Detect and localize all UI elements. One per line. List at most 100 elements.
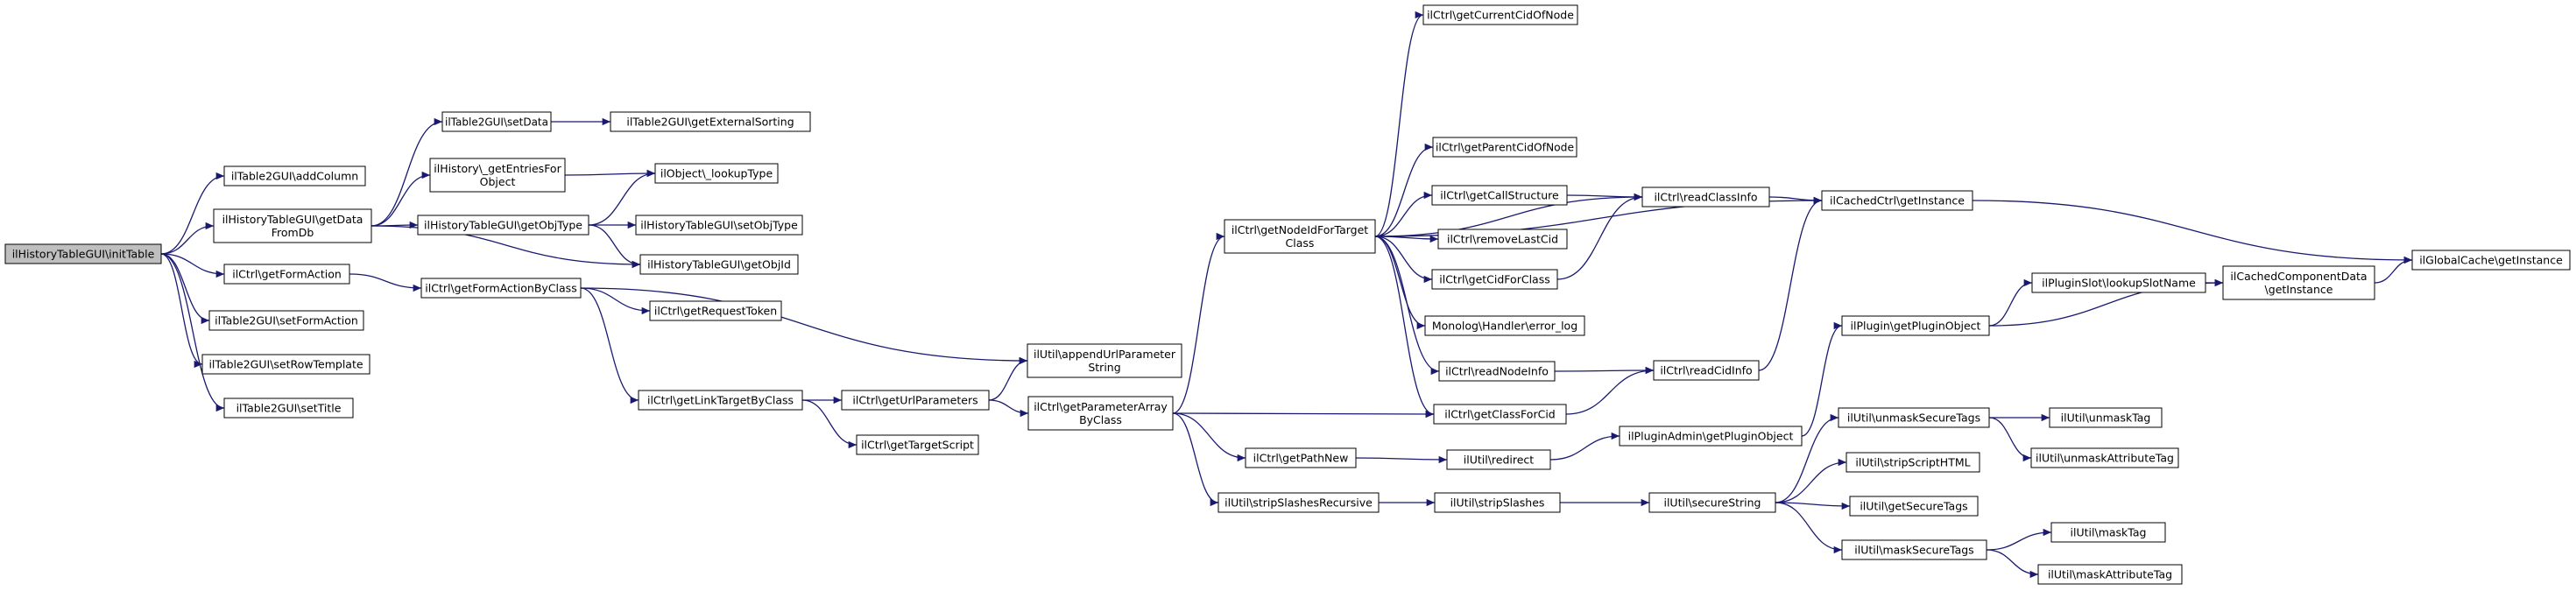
node-ilplugin-getpluginobject[interactable]: ilPlugin\getPluginObject: [1841, 315, 1990, 336]
node-box: [649, 300, 782, 321]
node-ilutil-stripscripthtml[interactable]: ilUtil\stripScriptHTML: [1846, 452, 1980, 473]
node-ilutil-masksecuretags[interactable]: ilUtil\maskSecureTags: [1841, 539, 1987, 560]
node-box: [1432, 137, 1577, 158]
node-ilctrl-getclassforcid[interactable]: ilCtrl\getClassForCid: [1433, 404, 1567, 425]
node-ilctrl-removelastcid[interactable]: ilCtrl\removeLastCid: [1437, 229, 1568, 250]
node-label: ilUtil\maskSecureTags: [1854, 544, 1973, 557]
node-ilutil-unmasksecuretags[interactable]: ilUtil\unmaskSecureTags: [1838, 407, 1990, 428]
node-ilpluginslot-lookupslotname[interactable]: ilPluginSlot\lookupSlotName: [2031, 272, 2206, 293]
edge-n37-to-n42: [1775, 502, 1851, 510]
edge-n37-to-n41: [1775, 458, 1847, 503]
node-ilcachedcomponentdata-getinstance[interactable]: ilCachedComponentData\getInstance: [2222, 265, 2375, 300]
node-ilctrl-getformactionbyclass[interactable]: ilCtrl\getFormActionByClass: [420, 278, 582, 299]
node-ilutil-securestring[interactable]: ilUtil\secureString: [1648, 492, 1776, 513]
edge-n9-to-n12: [588, 169, 656, 226]
node-ilpluginadmin-getpluginobject[interactable]: ilPluginAdmin\getPluginObject: [1619, 426, 1803, 447]
node-ilctrl-readnodeinfo[interactable]: ilCtrl\readNodeInfo: [1438, 361, 1556, 382]
edge-n43-to-n49: [1986, 549, 2039, 579]
node-ilctrl-gettargetscript[interactable]: ilCtrl\getTargetScript: [856, 434, 979, 455]
node-label: Object: [480, 175, 516, 188]
node-ilhistorytablegui-inittable[interactable]: ilHistoryTableGUI\initTable: [4, 243, 162, 264]
node-ilhistorytablegui-getobjtype[interactable]: ilHistoryTableGUI\getObjType: [417, 215, 589, 236]
node-ilutil-stripslashes[interactable]: ilUtil\stripSlashes: [1434, 492, 1561, 513]
node-box: [841, 390, 990, 411]
node-ilutil-maskattributetag[interactable]: ilUtil\maskAttributeTag: [2037, 564, 2183, 585]
edge-n22-to-n32: [1355, 455, 1448, 464]
edge-n18-to-n17: [988, 356, 1028, 401]
node-label: ilCtrl\getCurrentCidOfNode: [1427, 9, 1574, 22]
node-box: [1422, 4, 1578, 25]
edge-n28-to-n34: [1556, 193, 1643, 280]
node-ilctrl-readclassinfo[interactable]: ilCtrl\readClassInfo: [1641, 186, 1770, 208]
node-monolog-handler-error-log[interactable]: Monolog\Handler\error_log: [1424, 315, 1585, 336]
node-iltable2gui-setdata[interactable]: ilTable2GUI\setData: [441, 111, 552, 132]
node-ilutil-unmasktag[interactable]: ilUtil\unmaskTag: [2049, 407, 2163, 428]
edge-n43-to-n48: [1986, 528, 2052, 551]
node-iltable2gui-getexternalsorting[interactable]: ilTable2GUI\getExternalSorting: [610, 111, 811, 132]
edge-n16-to-n19: [801, 399, 857, 449]
node-ilctrl-readcidinfo[interactable]: ilCtrl\readCidInfo: [1653, 360, 1760, 381]
node-ilglobalcache-getinstance[interactable]: ilGlobalCache\getInstance: [2411, 250, 2571, 271]
node-box: [201, 354, 371, 375]
node-label: Monolog\Handler\error_log: [1432, 320, 1577, 333]
edge-n9-to-n10: [588, 224, 641, 269]
node-box: [2031, 272, 2206, 293]
node-ilutil-redirect[interactable]: ilUtil\redirect: [1446, 449, 1551, 470]
node-ilctrl-geturlparameters[interactable]: ilCtrl\getUrlParameters: [841, 390, 990, 411]
node-ilutil-masktag[interactable]: ilUtil\maskTag: [2050, 522, 2166, 543]
node-box: [1245, 447, 1357, 468]
node-box: [638, 390, 803, 411]
node-ilctrl-getpathnew[interactable]: ilCtrl\getPathNew: [1245, 447, 1357, 468]
node-iltable2gui-addcolumn[interactable]: ilTable2GUI\addColumn: [223, 165, 366, 186]
edge-n21-to-n31: [1374, 236, 1435, 419]
node-box: [1648, 492, 1776, 513]
node-ilutil-unmaskattributetag[interactable]: ilUtil\unmaskAttributeTag: [2030, 447, 2179, 468]
node-label: ilCtrl\getCallStructure: [1440, 189, 1559, 202]
node-label: ilUtil\redirect: [1464, 454, 1535, 467]
node-ilctrl-getparentcidofnode[interactable]: ilCtrl\getParentCidOfNode: [1432, 137, 1577, 158]
node-label: FromDb: [272, 226, 314, 239]
node-box: [1027, 396, 1174, 431]
node-box: [1424, 315, 1585, 336]
node-ilutil-stripslashesrecursive[interactable]: ilUtil\stripSlashesRecursive: [1217, 492, 1380, 513]
edge-n45-to-n50: [2374, 256, 2413, 284]
node-label: ilUtil\appendUrlParameter: [1034, 348, 1176, 361]
node-ilutil-getsecuretags[interactable]: ilUtil\getSecureTags: [1849, 496, 1979, 517]
node-ilcachedctrl-getinstance[interactable]: ilCachedCtrl\getInstance: [1821, 190, 1973, 211]
node-label: ilCtrl\getFormActionByClass: [425, 282, 576, 295]
node-ilctrl-getformaction[interactable]: ilCtrl\getFormAction: [223, 264, 350, 285]
edge-n20-to-n22: [1172, 412, 1246, 462]
node-label: ByClass: [1079, 413, 1122, 426]
node-box: [1438, 361, 1556, 382]
node-box: [223, 264, 350, 285]
node-label: ilCachedCtrl\getInstance: [1830, 194, 1965, 208]
node-label: ilPluginAdmin\getPluginObject: [1628, 430, 1794, 443]
node-ilctrl-getcurrentcidofnode[interactable]: ilCtrl\getCurrentCidOfNode: [1422, 4, 1578, 25]
node-iltable2gui-settitle[interactable]: ilTable2GUI\setTitle: [223, 398, 354, 419]
edge-n0-to-n6: [160, 253, 225, 412]
node-ilhistorytablegui-setobjtype[interactable]: ilHistoryTableGUI\setObjType: [635, 215, 803, 236]
node-label: ilUtil\maskTag: [2071, 526, 2147, 539]
edge-n0-to-n2: [160, 222, 215, 255]
node-label: ilUtil\unmaskSecureTags: [1847, 412, 1980, 425]
node-ilhistorytablegui-getobjid[interactable]: ilHistoryTableGUI\getObjId: [639, 254, 799, 275]
node-ilobject-lookuptype[interactable]: ilObject\_lookupType: [654, 163, 779, 184]
node-iltable2gui-setrowtemplate[interactable]: ilTable2GUI\setRowTemplate: [201, 354, 371, 375]
edge-n21-to-n26: [1374, 191, 1433, 237]
node-ilctrl-getrequesttoken[interactable]: ilCtrl\getRequestToken: [649, 300, 782, 321]
edge-n14-to-n17: [580, 287, 1028, 365]
node-ilctrl-getlinktargetbyclass[interactable]: ilCtrl\getLinkTargetByClass: [638, 390, 803, 411]
node-ilctrl-getcallstructure[interactable]: ilCtrl\getCallStructure: [1431, 185, 1568, 206]
edge-n31-to-n35: [1565, 366, 1655, 415]
node-ilctrl-getcidforclass[interactable]: ilCtrl\getCidForClass: [1431, 269, 1558, 290]
node-label: ilCtrl\getCidForClass: [1439, 273, 1549, 286]
node-iltable2gui-setformaction[interactable]: ilTable2GUI\setFormAction: [208, 310, 364, 331]
node-box: [1841, 539, 1987, 560]
node-label: String: [1088, 361, 1120, 374]
